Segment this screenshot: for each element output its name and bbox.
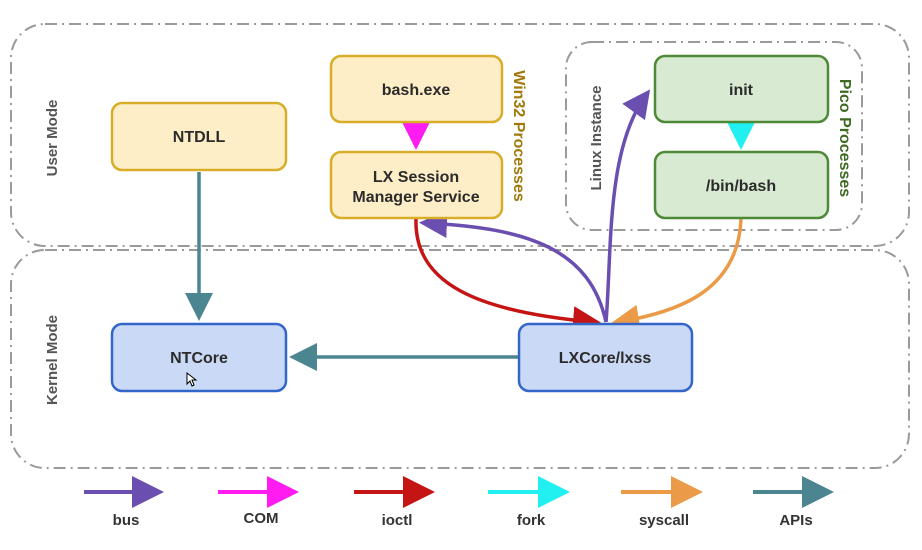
lx-session-manager-node: LX Session Manager Service [329, 150, 504, 220]
legend-ioctl-label: ioctl [382, 512, 413, 529]
legend: bus COM ioctl fork syscall APIs [84, 476, 834, 529]
legend-syscall-label: syscall [639, 512, 689, 529]
user-mode-label: User Mode [44, 100, 61, 177]
bus-arrow-lxcore-init [604, 89, 651, 323]
bin-bash-node: /bin/bash [653, 150, 830, 220]
mouse-cursor-icon [186, 371, 198, 387]
lxcore-node: LXCore/lxss [517, 322, 694, 393]
bin-bash-label: /bin/bash [706, 178, 776, 195]
ioctl-arrow [414, 218, 601, 335]
pico-processes-label: Pico Processes [836, 79, 853, 197]
linux-instance-label: Linux Instance [588, 85, 605, 190]
ntcore-node: NTCore [110, 322, 288, 393]
kernel-mode-region [10, 249, 910, 469]
ntdll-node: NTDLL [110, 101, 288, 172]
init-node: init [653, 54, 830, 124]
legend-com-label: COM [244, 510, 279, 527]
linux-instance-region [565, 41, 863, 231]
legend-apis-label: APIs [779, 512, 812, 529]
user-mode-region [10, 23, 910, 247]
bash-exe-label: bash.exe [382, 82, 451, 99]
init-label: init [729, 82, 754, 99]
ntdll-label: NTDLL [173, 129, 226, 146]
lx-session-label-line1: LX Session [373, 169, 459, 186]
ntcore-label: NTCore [170, 350, 228, 367]
win32-processes-label: Win32 Processes [510, 70, 527, 202]
lx-session-label-line2: Manager Service [352, 189, 479, 206]
kernel-mode-label: Kernel Mode [44, 315, 61, 405]
syscall-arrow [611, 218, 743, 333]
legend-bus-label: bus [113, 512, 140, 529]
bash-exe-node: bash.exe [329, 54, 504, 124]
lxcore-label: LXCore/lxss [559, 350, 652, 367]
legend-fork-label: fork [517, 512, 546, 529]
bus-arrow-lxcore-session [419, 210, 608, 323]
